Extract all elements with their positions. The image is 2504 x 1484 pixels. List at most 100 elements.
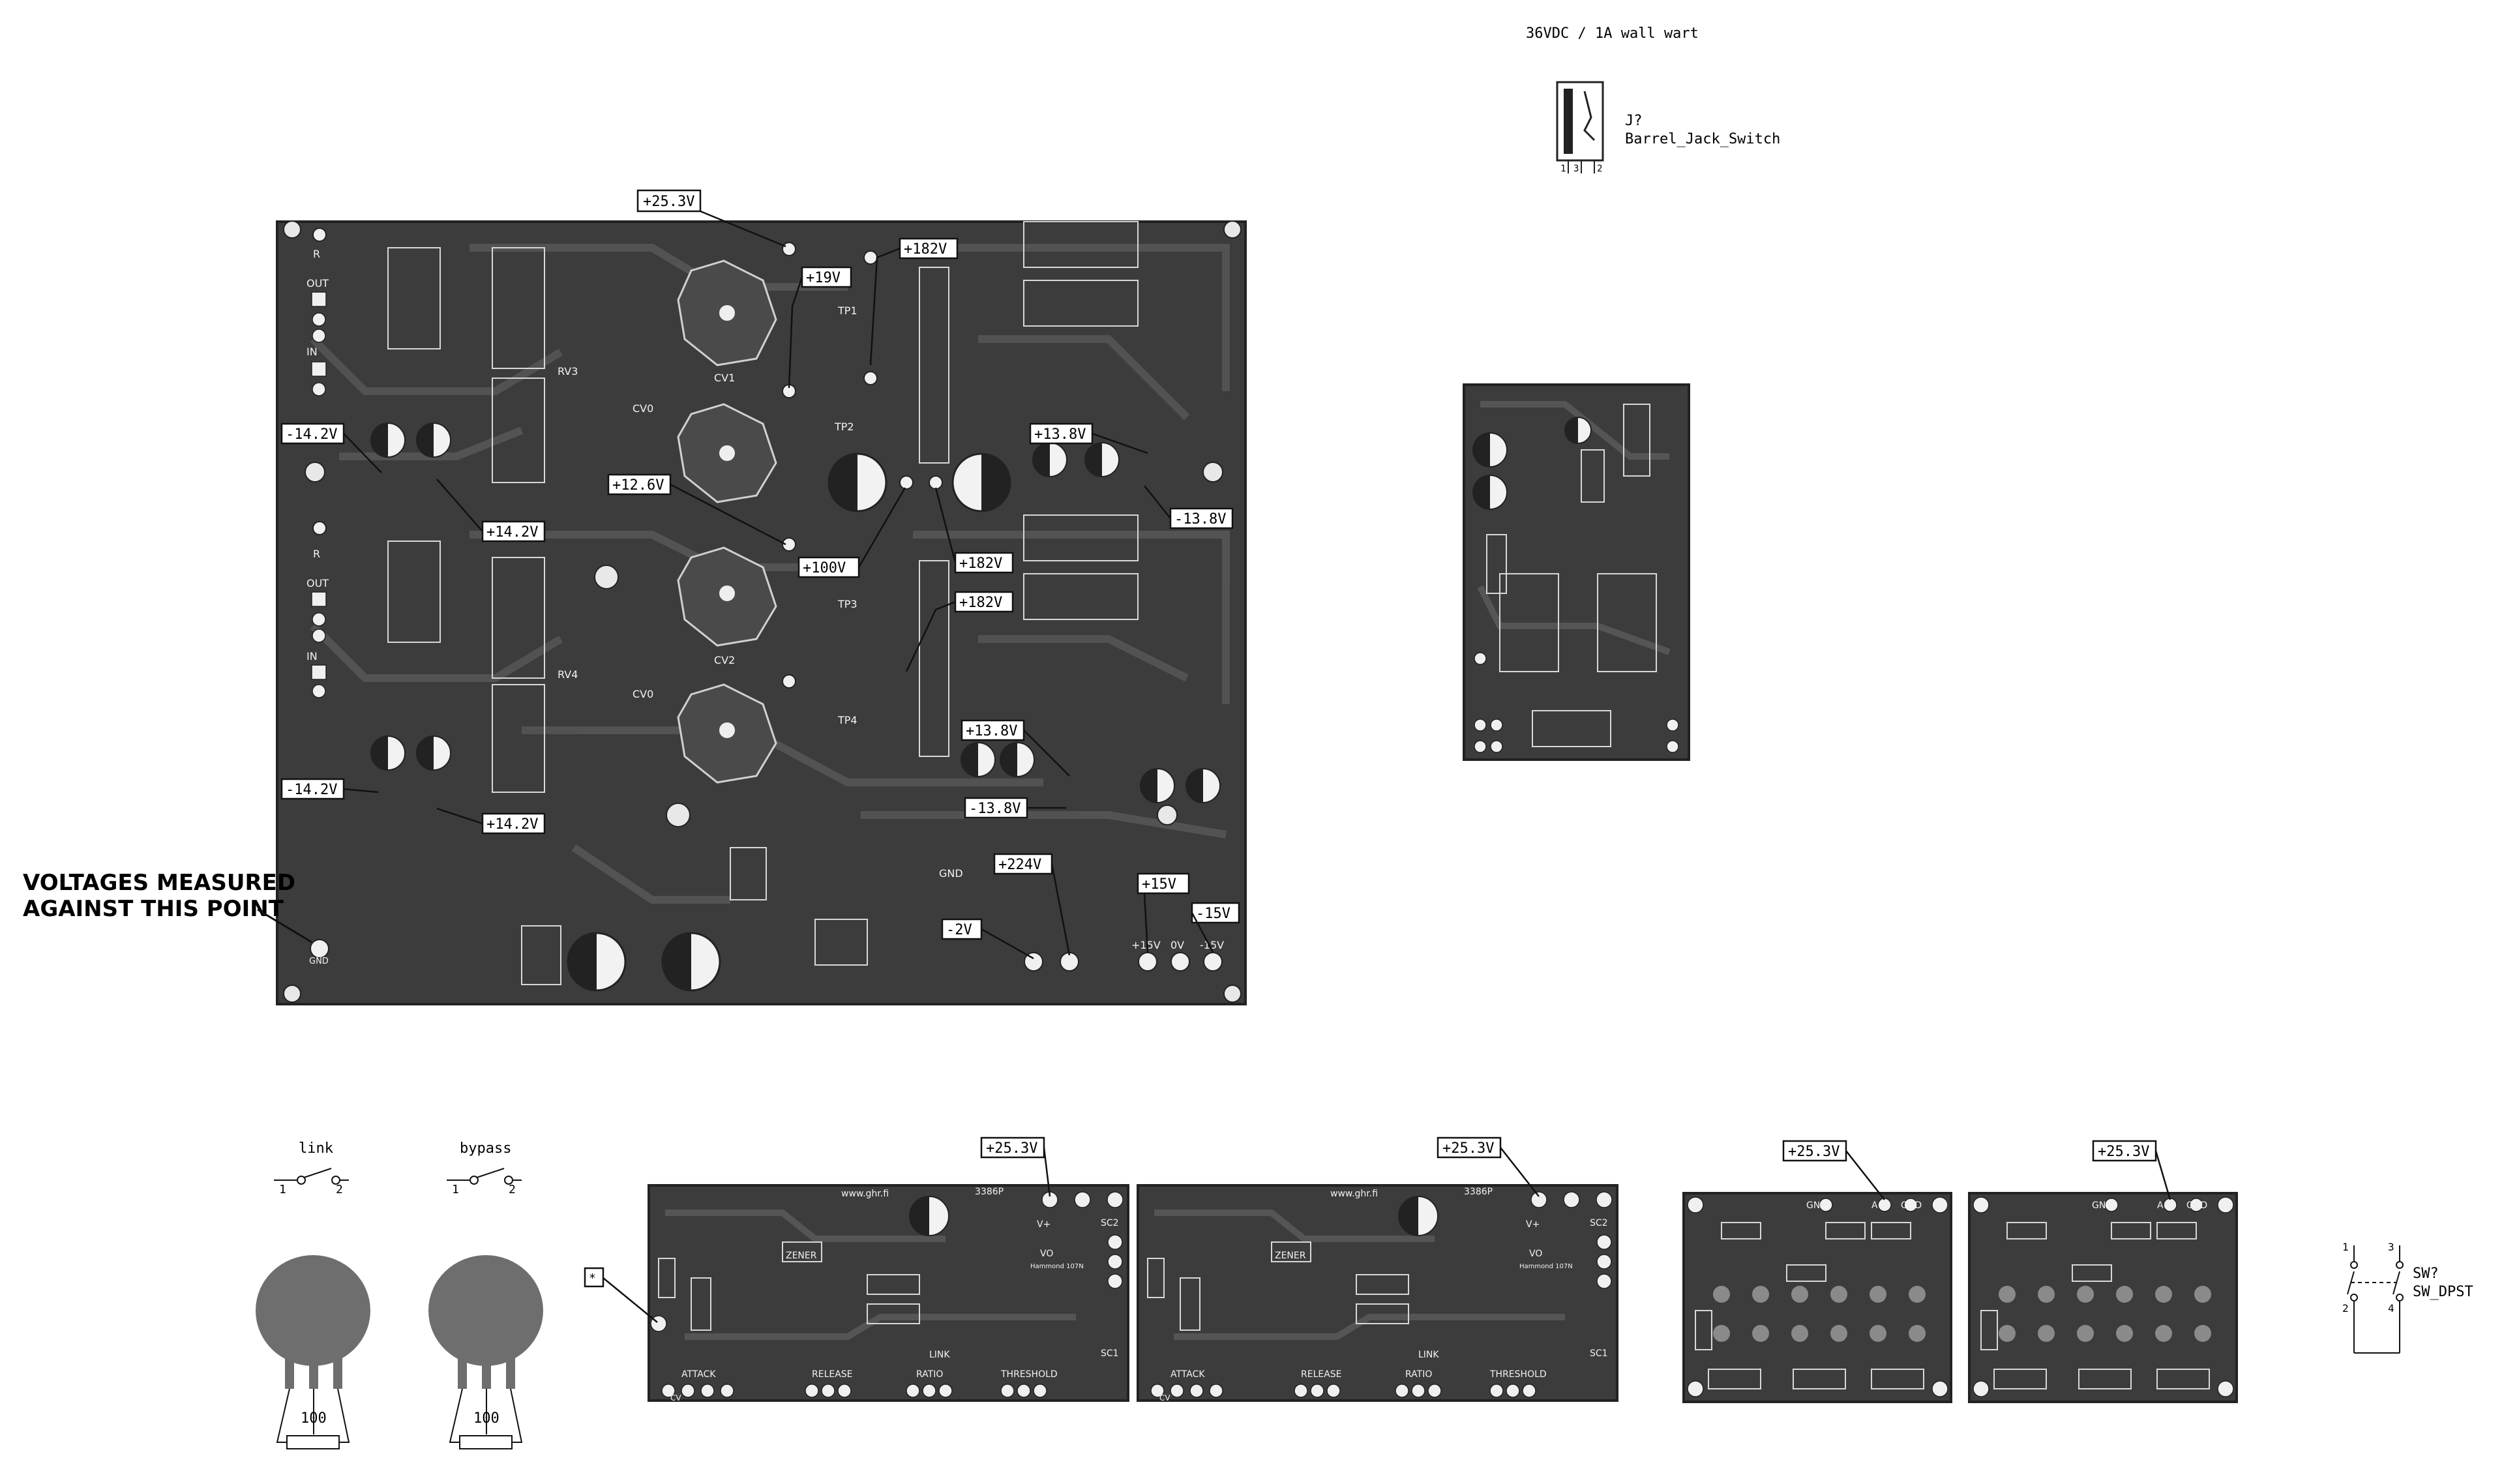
silk-in-2: IN	[306, 650, 318, 662]
cmp-left-tag: +25.3V	[980, 1136, 1051, 1197]
svg-text:+12.6V: +12.6V	[612, 477, 664, 494]
svg-text:+15V: +15V	[1142, 876, 1176, 893]
cmp-left-hammond: Hammond 107N	[1030, 1263, 1084, 1270]
silk-cv1: CV1	[714, 372, 735, 384]
dpst-switch-symbol: 1 3 2 4 SW? SW_DPST	[2342, 1241, 2473, 1354]
silk-tp3: TP3	[837, 598, 857, 610]
silk-tp2: TP2	[834, 421, 854, 433]
small-left-tag: +25.3V	[1782, 1140, 1885, 1200]
cmp-right-part: 3386P	[1464, 1187, 1493, 1197]
dpst-reference: SW?	[2413, 1266, 2439, 1282]
measure-note-line-1: VOLTAGES MEASURED	[23, 870, 295, 896]
vtag-19v: +19V	[788, 266, 852, 389]
svg-text:+25.3V: +25.3V	[1442, 1140, 1494, 1157]
silk-rv3: RV3	[558, 365, 578, 378]
svg-text:+13.8V: +13.8V	[1034, 426, 1086, 443]
vtag-m14v2-top: -14.2V	[280, 423, 382, 473]
svg-text:+25.3V: +25.3V	[643, 194, 694, 210]
bypass-label: bypass	[460, 1140, 511, 1157]
silk-in-1: IN	[306, 346, 318, 358]
vtag-14v2-low: +14.2V	[436, 807, 546, 835]
vtag-m15v: -15V	[1191, 902, 1240, 953]
jack-pin-3: 3	[1573, 164, 1579, 174]
dpst-pin-4: 4	[2388, 1302, 2394, 1314]
link-pin-1: 1	[279, 1183, 286, 1196]
small-left-aplus: A+	[1871, 1200, 1885, 1211]
vtag-25v3-top: +25.3V	[636, 189, 786, 248]
svg-text:-14.2V: -14.2V	[286, 426, 337, 443]
cmp-right-tag: +25.3V	[1437, 1136, 1540, 1197]
svg-text:+13.8V: +13.8V	[966, 723, 1017, 739]
cmp-left-knob-threshold: THRESHOLD	[1000, 1369, 1058, 1380]
small-right-aplus: A+	[2157, 1200, 2171, 1211]
cmp-left-url: www.ghr.fi	[841, 1189, 889, 1199]
dpst-value: SW_DPST	[2413, 1284, 2473, 1300]
jack-value: Barrel_Jack_Switch	[1625, 131, 1780, 147]
jack-reference: J?	[1625, 113, 1643, 129]
silk-out-2: OUT	[306, 577, 329, 589]
vtag-12v6: +12.6V	[607, 473, 786, 546]
dpst-pin-2: 2	[2342, 1302, 2349, 1314]
pot-right: 100	[428, 1255, 543, 1449]
svg-text:-13.8V: -13.8V	[969, 801, 1021, 817]
cmp-left-sc2: SC2	[1101, 1218, 1119, 1228]
cmp-right-link: LINK	[1418, 1350, 1439, 1360]
svg-text:+14.2V: +14.2V	[486, 524, 538, 541]
svg-text:+19V: +19V	[806, 270, 841, 286]
cmp-small-tag: *	[584, 1267, 658, 1323]
svg-text:-2V: -2V	[946, 922, 972, 938]
cmp-right-hammond: Hammond 107N	[1519, 1263, 1573, 1270]
silk-tp4: TP4	[837, 714, 857, 726]
vtag-182v-low: +182V	[905, 591, 1014, 672]
cmp-left-zener: ZENER	[786, 1251, 817, 1261]
cmp-right-zener: ZENER	[1275, 1251, 1306, 1261]
cmp-right-knob-release: RELEASE	[1301, 1369, 1342, 1380]
vtag-13v8-low: +13.8V	[961, 719, 1070, 777]
silk-pin-minus15: -15V	[1200, 939, 1224, 951]
silk-out-1: OUT	[306, 277, 329, 289]
silk-r-1: R	[313, 248, 320, 260]
vtag-m14v2-low: -14.2V	[280, 778, 379, 800]
small-right-gnd-2: GND	[2186, 1200, 2207, 1211]
silk-pin-plus15: +15V	[1131, 939, 1161, 951]
measure-note: VOLTAGES MEASURED AGAINST THIS POINT	[23, 870, 312, 943]
pot-left: 100	[256, 1255, 370, 1449]
link-pin-2: 2	[336, 1183, 343, 1196]
silk-gnd: GND	[939, 867, 963, 880]
dpst-pin-1: 1	[2342, 1241, 2349, 1253]
cmp-right-sc2: SC2	[1590, 1218, 1608, 1228]
svg-text:+25.3V: +25.3V	[2098, 1144, 2149, 1160]
silk-gnd-point: GND	[309, 957, 329, 966]
svg-text:+25.3V: +25.3V	[986, 1140, 1037, 1157]
svg-text:+100V: +100V	[803, 560, 846, 576]
svg-text:+14.2V: +14.2V	[486, 816, 538, 833]
silk-cv0-b: CV0	[633, 688, 653, 700]
measure-note-line-2: AGAINST THIS POINT	[23, 896, 284, 922]
cmp-right-vplus: V+	[1526, 1219, 1540, 1230]
cmp-right-sc1: SC1	[1590, 1348, 1608, 1359]
cmp-right-knob-attack: ATTACK	[1170, 1369, 1205, 1380]
svg-text:+182V: +182V	[959, 595, 1002, 611]
cmp-left-knob-ratio: RATIO	[916, 1369, 943, 1380]
cmp-left-link: LINK	[929, 1350, 950, 1360]
svg-text:-15V: -15V	[1196, 906, 1230, 922]
svg-text:-14.2V: -14.2V	[286, 782, 337, 798]
jack-pin-1: 1	[1560, 164, 1566, 174]
small-right-gnd: GND	[2092, 1200, 2113, 1211]
vtag-224v: +224V	[993, 853, 1071, 956]
compressor-tags: +25.3V +25.3V *	[584, 1136, 1540, 1323]
svg-text:+224V: +224V	[998, 857, 1041, 873]
vtag-m13v8-low: -13.8V	[964, 797, 1066, 819]
cmp-right-knob-ratio: RATIO	[1405, 1369, 1432, 1380]
vtag-m13v8-top: -13.8V	[1144, 485, 1234, 529]
link-switch: link 1 2	[274, 1140, 349, 1196]
svg-text:+182V: +182V	[959, 556, 1002, 572]
silk-pin-0v: 0V	[1170, 939, 1184, 951]
small-board-tags: +25.3V +25.3V	[1782, 1140, 2171, 1200]
compressor-pcb-right: www.ghr.fi 3386P ZENER V+ VO Hammond 107…	[1137, 1184, 1618, 1402]
bypass-pin-1: 1	[452, 1183, 459, 1196]
svg-text:+182V: +182V	[904, 241, 947, 258]
barrel-jack-symbol: 36VDC / 1A wall wart 1 3 2 J? Barrel_Jac…	[1526, 25, 1780, 174]
jack-pin-2: 2	[1597, 164, 1602, 174]
vtag-15v: +15V	[1137, 872, 1190, 953]
